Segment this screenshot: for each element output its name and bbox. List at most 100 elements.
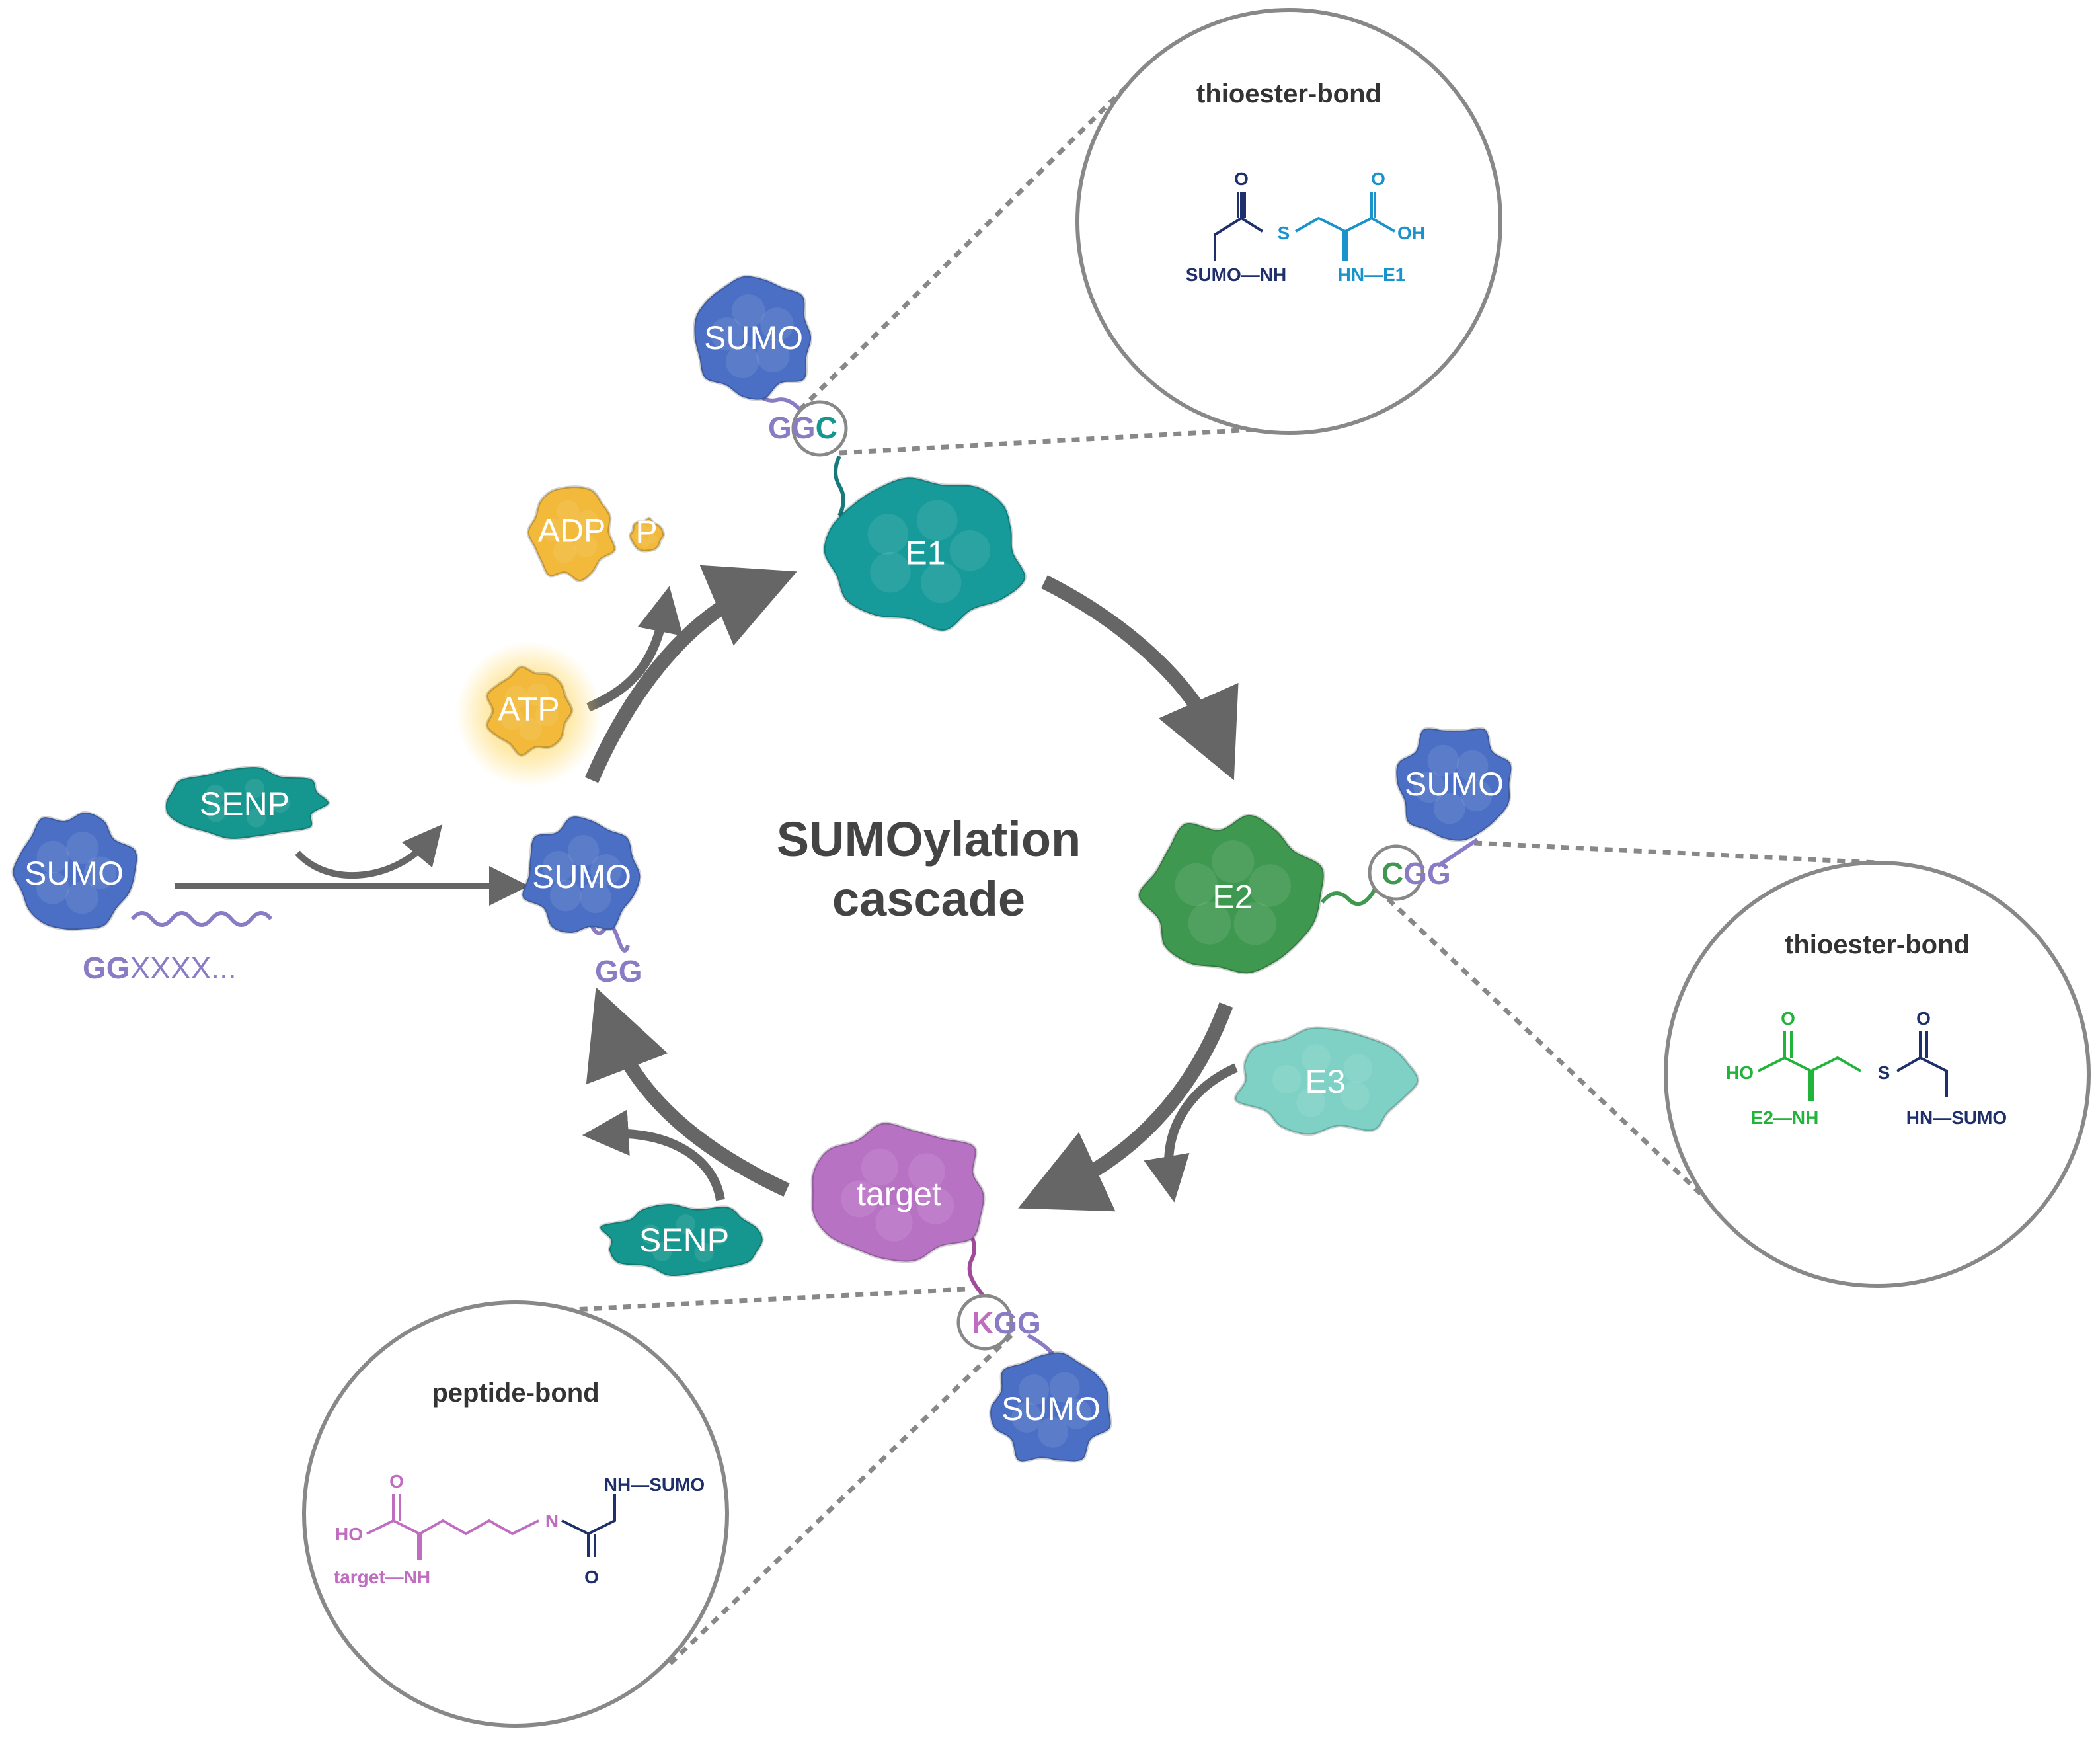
blob-atp: ATP (485, 665, 574, 757)
blob-texture (556, 500, 580, 524)
e2-cys: C (1381, 856, 1403, 891)
inset-e1-o1: O (1234, 169, 1249, 189)
blob-label-sumo-e1: SUMO (704, 319, 803, 356)
inset-e1-structure (1214, 192, 1395, 261)
inset-e1-s: S (1278, 223, 1290, 243)
zoom-lines (522, 74, 1878, 1668)
blob-texture (732, 294, 765, 328)
blob-texture (646, 526, 656, 536)
blob-texture (908, 1153, 945, 1191)
blob-target: target (810, 1121, 986, 1263)
inset-e1-sumo-nh: SUMO—NH (1186, 264, 1286, 285)
blob-texture (916, 500, 958, 541)
blob-texture (1456, 750, 1489, 782)
mature-gg: GG (595, 954, 642, 988)
blob-texture (36, 840, 69, 873)
inset-e2-o2: O (1916, 1008, 1931, 1029)
blob-label-e3: E3 (1305, 1063, 1345, 1100)
arrow-atp-to-adp (586, 586, 683, 712)
blob-texture (635, 532, 644, 541)
blob-texture (1434, 792, 1465, 824)
blob-texture (1296, 1088, 1325, 1117)
blob-sumo-e1: SUMO (693, 274, 813, 401)
blob-shape (164, 766, 330, 840)
blob-senp-bottom: SENP (599, 1203, 764, 1277)
inset-e1-hn-e1: HN—E1 (1338, 264, 1406, 285)
blob-texture (641, 538, 650, 547)
blob-texture (1248, 864, 1292, 907)
precursor-sequence: GGXXXX... (83, 951, 237, 985)
inset-e2-e2-nh: E2—NH (1751, 1107, 1819, 1128)
arrow-e2-to-target (1018, 1002, 1233, 1212)
inset-target-n: N (545, 1511, 559, 1531)
target-bond-circle (956, 1294, 1013, 1351)
arrow-senp-deconjugation (582, 1109, 725, 1201)
inset-e2-o1: O (1781, 1008, 1795, 1029)
blob-p: P (628, 514, 666, 553)
blob-shape (1395, 727, 1513, 842)
inset-target-structure (366, 1494, 616, 1560)
inset-target-target-nh: target—NH (334, 1567, 430, 1587)
blob-texture (574, 534, 598, 558)
inset-e2-s: S (1878, 1062, 1890, 1083)
blob-shape (1233, 1026, 1420, 1136)
blob-texture (725, 344, 759, 378)
e1-sequence: GGC (768, 411, 837, 445)
inset-e2-circle (1664, 861, 2091, 1288)
blob-texture (756, 338, 790, 372)
blob-sumo-e2: SUMO (1395, 727, 1513, 842)
inset-e1-circle (1075, 8, 1502, 435)
blob-texture (504, 685, 528, 709)
e1-cys: C (816, 411, 837, 445)
blob-texture (1272, 1064, 1302, 1094)
blob-texture (652, 1242, 672, 1261)
title-line1: SUMOylation (777, 812, 1081, 867)
e1-gg: GG (768, 411, 816, 445)
blob-shape (521, 815, 642, 935)
blob-texture (65, 881, 98, 914)
blob-texture (549, 879, 582, 912)
blob-texture (1413, 771, 1445, 803)
blob-label-p: P (635, 514, 657, 551)
title-line2: cascade (832, 871, 1025, 926)
e1-bond-circle (791, 400, 848, 457)
blob-shape (810, 1121, 986, 1263)
blob-shape (628, 516, 666, 553)
arrow-target-to-mature (586, 987, 790, 1197)
target-sequence: KGG (972, 1306, 1041, 1340)
blob-sumo-mature: SUMO (521, 815, 642, 935)
blob-shape (485, 665, 574, 757)
blob-texture (641, 1224, 661, 1244)
blob-texture (648, 534, 658, 543)
precursor-xxxx: XXXX... (130, 951, 237, 985)
blob-texture (676, 1214, 695, 1234)
blob-label-sumo-target: SUMO (1001, 1390, 1101, 1427)
e1-linker (834, 455, 845, 517)
blob-texture (535, 703, 559, 727)
blob-senp-top: SENP (164, 766, 330, 840)
blob-texture (760, 307, 794, 341)
inset-target-o2: O (584, 1567, 599, 1587)
blob-texture (500, 707, 524, 730)
blob-label-senp-top: SENP (200, 785, 290, 822)
blob-texture (1175, 863, 1218, 906)
blob-texture (270, 793, 290, 813)
e2-bond-circle (1368, 844, 1424, 901)
arrow-e3-to-target (1144, 1063, 1238, 1203)
inset-e2-title: thioester-bond (1785, 930, 1970, 959)
blob-texture (590, 854, 622, 886)
blob-shape (599, 1203, 764, 1277)
blob-texture (920, 562, 962, 604)
arrow-e1-to-e2 (1041, 575, 1239, 781)
blob-texture (1212, 840, 1255, 883)
blob-sumo-target: SUMO (989, 1351, 1112, 1463)
blob-label-target: target (857, 1175, 941, 1212)
blob-texture (639, 524, 648, 534)
blob-shape (1137, 813, 1325, 975)
arrow-mature-to-e1 (584, 565, 797, 783)
e2-sequence: CGG (1381, 856, 1451, 891)
blob-texture (84, 856, 117, 889)
inset-target-nh-sumo: NH—SUMO (604, 1474, 705, 1495)
